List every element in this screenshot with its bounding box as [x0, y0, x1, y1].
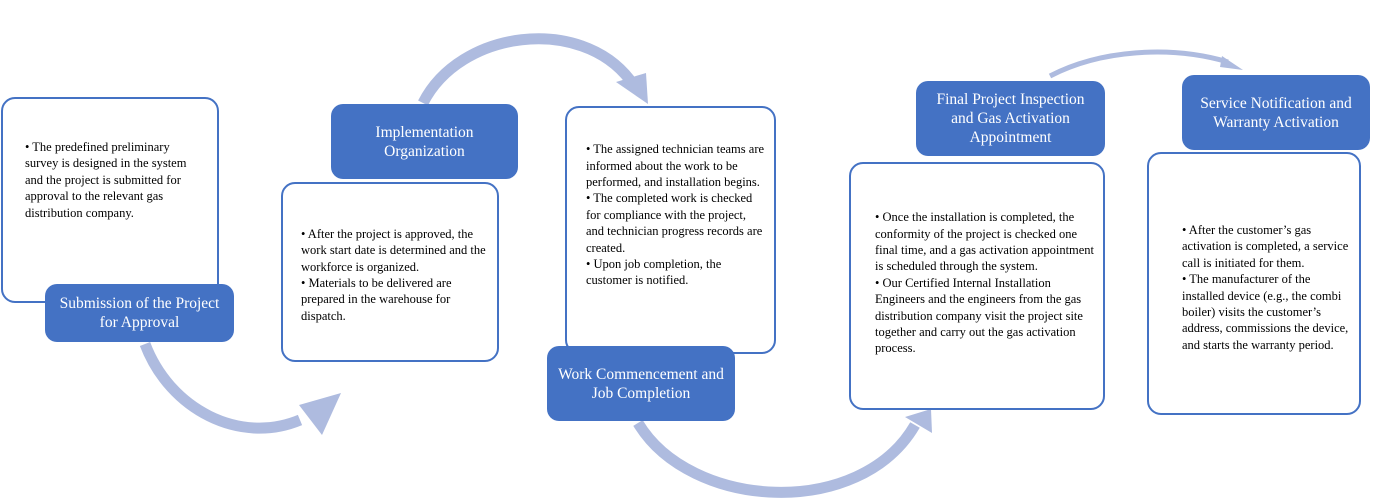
curved-arrow-step1-to-step2	[139, 341, 341, 435]
step-3-bullet: • Upon job completion, the customer is n…	[586, 257, 722, 288]
step-1-title: Submission of the Project for Approval	[45, 284, 234, 342]
step-2-bullet: • Materials to be delivered are prepared…	[301, 276, 452, 323]
curved-arrow-step2-to-step3	[418, 33, 648, 106]
step-5-description: • After the customer’s gas activation is…	[1182, 222, 1351, 353]
step-3-bullet: • The completed work is checked for comp…	[586, 191, 763, 255]
step-2-description: • After the project is approved, the wor…	[301, 226, 489, 324]
step-2-description-box: • After the project is approved, the wor…	[281, 182, 499, 362]
step-4-bullet: • Our Certified Internal Installation En…	[875, 275, 1083, 356]
step-1-bullet: • The predefined preliminary survey is d…	[25, 139, 187, 220]
step-5-bullet: • The manufacturer of the installed devi…	[1182, 272, 1349, 352]
step-3-description-box: • The assigned technician teams are info…	[565, 106, 776, 354]
step-2-bullet: • After the project is approved, the wor…	[301, 226, 486, 274]
step-5-title: Service Notification and Warranty Activa…	[1182, 75, 1370, 150]
step-4-title: Final Project Inspection and Gas Activat…	[916, 81, 1105, 156]
step-3-bullet: • The assigned technician teams are info…	[586, 142, 765, 189]
step-4-description: • Once the installation is completed, th…	[875, 209, 1095, 357]
step-3-description: • The assigned technician teams are info…	[586, 141, 766, 289]
step-5-bullet: • After the customer’s gas activation is…	[1182, 222, 1349, 270]
step-4-description-box: • Once the installation is completed, th…	[849, 162, 1105, 410]
step-2-title: Implementation Organization	[331, 104, 518, 179]
curved-arrow-step3-to-step4	[633, 409, 932, 498]
step-4-bullet: • Once the installation is completed, th…	[875, 210, 1095, 274]
step-5-description-box: • After the customer’s gas activation is…	[1147, 152, 1361, 415]
step-1-description: • The predefined preliminary survey is d…	[25, 139, 199, 221]
curved-arrow-step4-to-step5	[1048, 49, 1243, 79]
step-1-description-box: • The predefined preliminary survey is d…	[1, 97, 219, 303]
step-3-title: Work Commencement and Job Completion	[547, 346, 735, 421]
